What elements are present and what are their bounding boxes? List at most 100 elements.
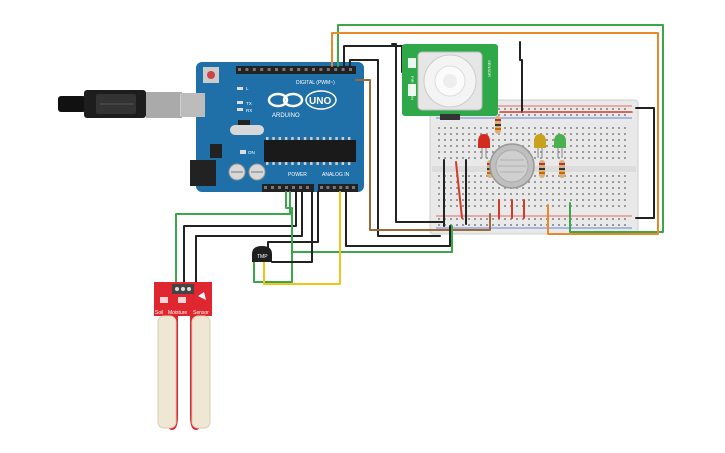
- breadboard-hole: [450, 199, 452, 201]
- breadboard-hole: [546, 108, 548, 110]
- breadboard-hole: [624, 218, 626, 220]
- led-green[interactable]: [554, 134, 566, 158]
- breadboard-hole: [576, 151, 578, 153]
- reset-button-cap[interactable]: [207, 71, 215, 79]
- wire-black-tmp: [271, 191, 313, 263]
- breadboard-hole: [618, 114, 620, 116]
- chip-leg: [272, 137, 275, 140]
- breadboard-hole: [438, 133, 440, 135]
- breadboard-hole: [462, 193, 464, 195]
- breadboard-hole: [492, 224, 494, 226]
- resistor-4[interactable]: [559, 160, 565, 178]
- breadboard-hole: [438, 193, 440, 195]
- breadboard-hole: [588, 145, 590, 147]
- breadboard-hole: [498, 133, 500, 135]
- breadboard-hole: [540, 157, 542, 159]
- breadboard-hole: [600, 187, 602, 189]
- analog-pin-hole: [320, 186, 323, 189]
- breadboard-hole: [624, 181, 626, 183]
- resistor-3[interactable]: [539, 160, 545, 178]
- breadboard-hole: [468, 139, 470, 141]
- breadboard-hole: [534, 205, 536, 207]
- analog-header-label: ANALOG IN: [322, 172, 350, 178]
- breadboard-hole: [582, 151, 584, 153]
- breadboard-hole: [576, 139, 578, 141]
- breadboard-hole: [540, 151, 542, 153]
- breadboard-hole: [450, 218, 452, 220]
- breadboard-hole: [468, 145, 470, 147]
- breadboard-hole: [582, 127, 584, 129]
- chip-leg: [297, 162, 300, 165]
- wire-green-tmp: [253, 251, 293, 283]
- breadboard-hole: [510, 127, 512, 129]
- breadboard-hole: [480, 127, 482, 129]
- breadboard-hole: [468, 157, 470, 159]
- breadboard-hole: [606, 218, 608, 220]
- power-pin-hole: [299, 186, 302, 189]
- chip-leg: [284, 162, 288, 165]
- chip-leg: [297, 137, 300, 140]
- breadboard-hole: [618, 127, 620, 129]
- breadboard-hole: [564, 224, 566, 226]
- breadboard-hole: [468, 205, 470, 207]
- breadboard-hole: [456, 181, 458, 183]
- breadboard-hole: [546, 145, 548, 147]
- pir-motion-sensor[interactable]: PIR MOTION SENSOR: [402, 44, 498, 120]
- resistor-1[interactable]: [495, 116, 501, 134]
- breadboard-hole: [444, 145, 446, 147]
- breadboard-hole: [552, 151, 554, 153]
- tx-label: TX: [246, 101, 252, 106]
- breadboard-hole: [588, 224, 590, 226]
- breadboard-hole: [516, 139, 518, 141]
- breadboard-hole: [612, 145, 614, 147]
- gas-sensor[interactable]: [489, 143, 535, 189]
- analog-pin-hole: [332, 186, 336, 189]
- breadboard-hole: [612, 193, 614, 195]
- breadboard-hole: [570, 151, 572, 153]
- breadboard-hole: [516, 127, 518, 129]
- breadboard-hole: [474, 205, 476, 207]
- breadboard-hole: [570, 133, 572, 135]
- breadboard-hole: [450, 187, 452, 189]
- breadboard-hole: [480, 157, 482, 159]
- breadboard-hole: [534, 224, 536, 226]
- wire-black-analog: [345, 191, 451, 247]
- breadboard-hole: [600, 114, 602, 116]
- breadboard-hole: [594, 193, 596, 195]
- breadboard-hole: [570, 187, 572, 189]
- power-pin-hole: [264, 186, 267, 189]
- breadboard-hole: [486, 224, 488, 226]
- breadboard-hole: [528, 193, 530, 195]
- breadboard-hole: [600, 127, 602, 129]
- soil-moisture-sensor[interactable]: Soil Moisture Sensor: [154, 282, 212, 430]
- breadboard-hole: [600, 145, 602, 147]
- chip-leg: [316, 162, 319, 165]
- arduino-logo: ARDUINO: [267, 92, 304, 119]
- breadboard-hole: [594, 133, 596, 135]
- breadboard-hole: [588, 199, 590, 201]
- breadboard-hole: [486, 157, 488, 159]
- breadboard-hole: [462, 133, 464, 135]
- wire-black-top-2: [349, 59, 441, 237]
- breadboard-hole: [468, 127, 470, 129]
- breadboard-hole: [546, 114, 548, 116]
- breadboard-hole: [516, 108, 518, 110]
- breadboard-hole: [480, 205, 482, 207]
- breadboard-hole: [462, 224, 464, 226]
- breadboard-hole: [480, 151, 482, 153]
- usb-port: [181, 93, 205, 117]
- led-yellow[interactable]: [534, 134, 546, 158]
- breadboard-hole: [564, 181, 566, 183]
- digital-pin-hole: [252, 68, 256, 71]
- crystal: [230, 125, 264, 135]
- breadboard-hole: [582, 187, 584, 189]
- breadboard-hole: [498, 145, 500, 147]
- breadboard-hole: [576, 157, 578, 159]
- regulator: [210, 144, 222, 158]
- breadboard-hole: [546, 151, 548, 153]
- breadboard-hole: [618, 145, 620, 147]
- temperature-sensor[interactable]: TMP: [252, 246, 272, 262]
- breadboard-hole: [540, 181, 542, 183]
- arduino-uno-board[interactable]: ARDUINO UNO DIGITAL (PWM~) TX RX L ON PO…: [181, 62, 364, 192]
- led-red[interactable]: [478, 134, 490, 158]
